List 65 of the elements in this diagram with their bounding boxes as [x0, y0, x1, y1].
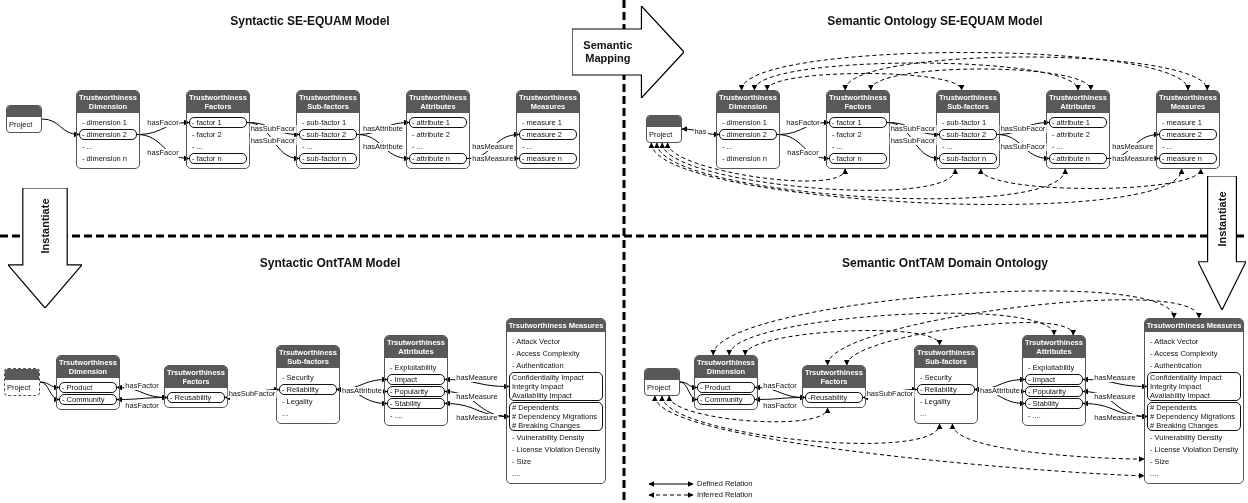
class-box [56, 355, 120, 410]
arrow [356, 134, 410, 162]
class-box [406, 90, 470, 169]
dashed-double-arrow [667, 142, 846, 182]
double-arrow [754, 394, 806, 403]
arrow-label: Instantiate [1215, 191, 1229, 247]
project-box [4, 368, 40, 396]
block-arrow [1198, 176, 1246, 310]
class-box [1046, 90, 1110, 169]
dashed-double-arrow [744, 330, 941, 356]
class-box [716, 90, 780, 169]
dashed-double-arrow [951, 423, 1145, 463]
dashed-double-arrow [656, 142, 1066, 200]
dashed-double-arrow [654, 395, 1145, 479]
dashed-double-arrow [980, 168, 1202, 189]
class-box [936, 90, 1000, 169]
class-box [1156, 90, 1220, 169]
class-box [826, 90, 890, 169]
class-box [296, 90, 360, 169]
project-box [6, 105, 42, 133]
panel-title: Semantic OntTAM Domain Ontology [842, 256, 1048, 270]
item-group [1147, 372, 1241, 401]
panel-title: Syntactic SE-EQUAM Model [230, 14, 390, 28]
panel-title: Semantic Ontology SE-EQUAM Model [827, 14, 1043, 28]
project-box [646, 115, 682, 143]
dashed-double-arrow [661, 395, 941, 444]
double-arrow [116, 394, 168, 403]
class-box [384, 335, 448, 426]
item-group [509, 372, 603, 401]
item-group [509, 402, 603, 431]
class-box [516, 90, 580, 169]
dashed-double-arrow [741, 52, 1189, 91]
class-box [802, 365, 866, 408]
project-box [644, 368, 680, 396]
class-box [506, 318, 606, 484]
class-box [76, 90, 140, 169]
class-box [276, 345, 340, 424]
class-box [1144, 318, 1244, 484]
double-arrow [444, 400, 510, 420]
dashed-double-arrow [661, 142, 956, 191]
class-box [694, 355, 758, 410]
panel-title: Syntactic OntTAM Model [259, 256, 401, 270]
arrow-label: Semantic Mapping [582, 39, 634, 65]
dashed-double-arrow [728, 312, 1055, 356]
arrow-label: Instantiate [38, 198, 52, 254]
arrow [41, 118, 80, 138]
class-box [1022, 335, 1086, 426]
dashed-double-arrow [712, 290, 1175, 356]
block-arrow [8, 188, 82, 308]
dashed-double-arrow [827, 299, 1200, 366]
dashed-double-arrow [870, 68, 1092, 91]
dashed-double-arrow [846, 322, 1074, 366]
arrow [39, 381, 60, 402]
dashed-double-arrow [753, 62, 1079, 91]
dashed-double-arrow [844, 56, 1208, 91]
dashed-double-arrow [650, 142, 1183, 205]
double-arrow [1082, 400, 1148, 420]
class-box [914, 345, 978, 424]
class-box [164, 365, 228, 408]
dashed-double-arrow [668, 395, 829, 423]
arrow [996, 134, 1050, 162]
dashed-double-arrow [766, 73, 963, 91]
class-box [186, 90, 250, 169]
item-group [1147, 402, 1241, 431]
arrow [679, 381, 698, 402]
